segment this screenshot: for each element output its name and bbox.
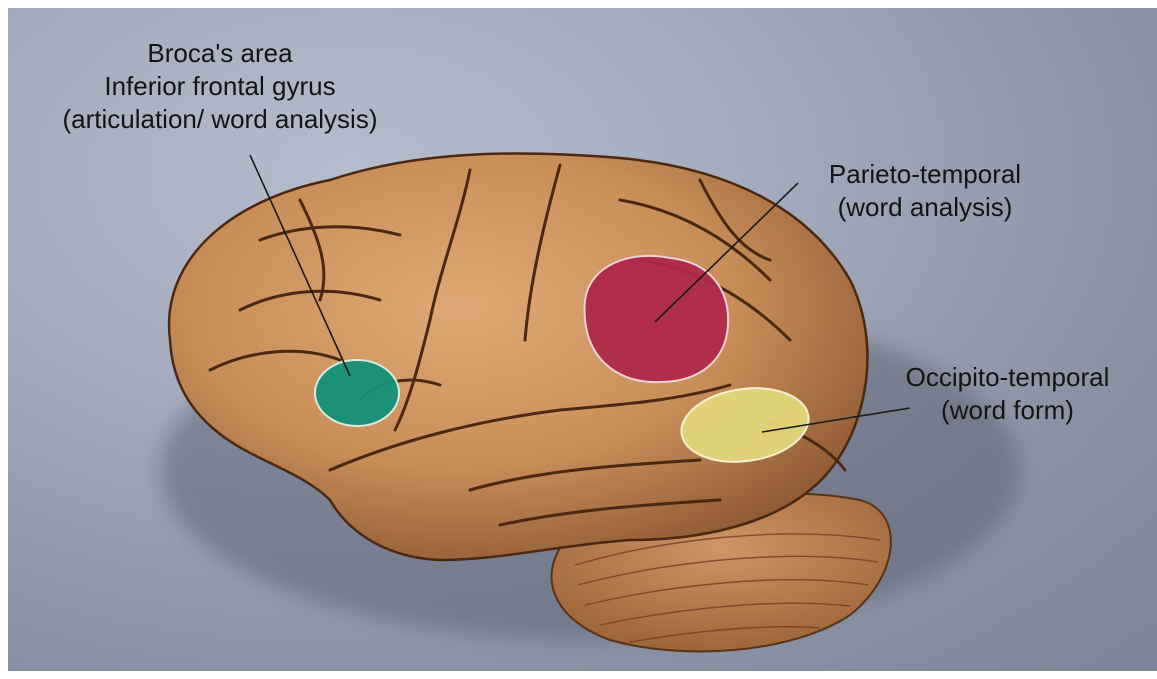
broca-label-line-2: Inferior frontal gyrus [20, 70, 420, 103]
broca-label-line-1: Broca's area [20, 37, 420, 70]
parieto-temporal-label-line-2: (word analysis) [790, 191, 1060, 224]
occipito-temporal-label: Occipito-temporal (word form) [870, 361, 1145, 427]
broca-region [315, 360, 399, 426]
occipito-temporal-label-line-1: Occipito-temporal [870, 361, 1145, 394]
broca-label: Broca's area Inferior frontal gyrus (art… [20, 37, 420, 136]
broca-label-line-3: (articulation/ word analysis) [20, 103, 420, 136]
parieto-temporal-label-line-1: Parieto-temporal [790, 158, 1060, 191]
parieto-temporal-label: Parieto-temporal (word analysis) [790, 158, 1060, 224]
occipito-temporal-label-line-2: (word form) [870, 394, 1145, 427]
parieto-temporal-region [585, 256, 729, 382]
